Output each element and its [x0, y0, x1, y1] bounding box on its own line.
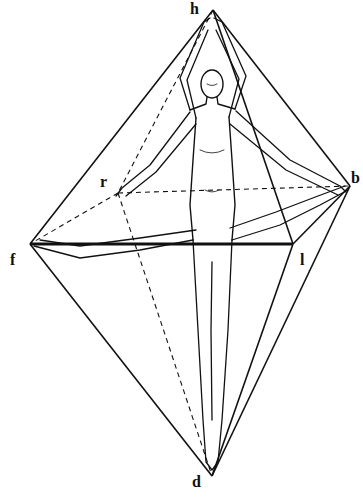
vertex-label: f	[10, 252, 15, 268]
vertex-label: d	[192, 474, 201, 490]
vertex-label: l	[300, 252, 304, 268]
vertex-label: b	[351, 170, 360, 186]
octahedron-edges	[30, 10, 350, 476]
hidden-edges	[30, 10, 350, 476]
vertex-label: r	[100, 174, 107, 190]
vertex-label: h	[190, 1, 199, 17]
